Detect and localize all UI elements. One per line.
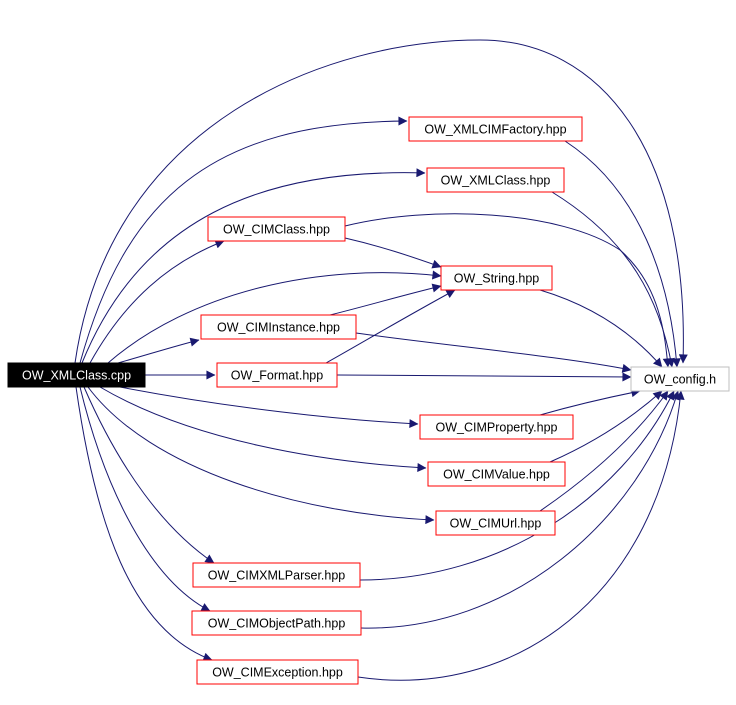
- edge-xmlclass_hpp-to-config: [551, 191, 675, 368]
- edge-root-to-cimvalue: [99, 386, 427, 473]
- node-cimproperty[interactable]: OW_CIMProperty.hpp: [419, 414, 574, 440]
- node-format[interactable]: OW_Format.hpp: [216, 362, 338, 388]
- node-string[interactable]: OW_String.hpp: [440, 265, 553, 291]
- node-box: [427, 461, 566, 487]
- node-root[interactable]: OW_XMLClass.cpp: [7, 362, 146, 388]
- node-label: OW_Format.hpp: [231, 369, 323, 383]
- edge-cimvalue-to-config: [549, 390, 663, 463]
- node-box: [630, 366, 730, 392]
- node-box: [440, 265, 553, 291]
- node-label: OW_CIMProperty.hpp: [435, 421, 557, 435]
- node-label: OW_XMLCIMFactory.hpp: [424, 123, 566, 137]
- edge-cimobjectpath-to-config: [360, 390, 680, 629]
- node-box: [7, 362, 146, 388]
- edge-cimproperty-to-config: [539, 388, 641, 416]
- node-box: [426, 167, 565, 193]
- node-box: [419, 414, 574, 440]
- node-label: OW_CIMUrl.hpp: [450, 517, 542, 531]
- nodes: OW_XMLClass.cpp OW_XMLCIMFactory.hppOW_XM…: [7, 116, 730, 685]
- node-box: [216, 362, 338, 388]
- node-label: OW_XMLClass.hpp: [441, 174, 551, 188]
- node-cimclass[interactable]: OW_CIMClass.hpp: [207, 216, 346, 242]
- edge-cimurl-to-config: [539, 390, 669, 512]
- edge-string-to-config: [539, 289, 663, 368]
- edge-root-to-cimobjectpath: [79, 386, 211, 612]
- edge-root-to-xmlcimfactory: [79, 116, 408, 364]
- node-config[interactable]: OW_config.h: [630, 366, 730, 392]
- edge-root-to-cimclass: [89, 239, 225, 364]
- edge-root-to-cimxmlparser: [83, 386, 215, 564]
- node-box: [196, 659, 359, 685]
- edge-cimclass-to-string: [344, 237, 442, 269]
- edge-root-to-ciminstance: [117, 337, 200, 364]
- node-label: OW_CIMException.hpp: [212, 666, 343, 680]
- edge-root-to-string: [107, 270, 442, 364]
- edge-root-to-xmlclass_hpp: [81, 168, 426, 364]
- node-box: [200, 314, 357, 340]
- node-box: [207, 216, 346, 242]
- edge-root-to-config: [74, 39, 688, 364]
- node-box: [192, 562, 361, 588]
- node-label: OW_CIMValue.hpp: [443, 468, 550, 482]
- node-cimexception[interactable]: OW_CIMException.hpp: [196, 659, 359, 685]
- node-cimurl[interactable]: OW_CIMUrl.hpp: [435, 510, 556, 536]
- edge-ciminstance-to-string: [329, 283, 442, 316]
- node-cimvalue[interactable]: OW_CIMValue.hpp: [427, 461, 566, 487]
- node-cimxmlparser[interactable]: OW_CIMXMLParser.hpp: [192, 562, 361, 588]
- node-xmlclass_hpp[interactable]: OW_XMLClass.hpp: [426, 167, 565, 193]
- node-box: [191, 610, 362, 636]
- node-xmlcimfactory[interactable]: OW_XMLCIMFactory.hpp: [408, 116, 583, 142]
- node-label: OW_CIMXMLParser.hpp: [208, 569, 346, 583]
- edge-root-to-cimurl: [87, 386, 435, 525]
- edge-root-to-cimproperty: [119, 386, 419, 429]
- node-box: [408, 116, 583, 142]
- node-ciminstance[interactable]: OW_CIMInstance.hpp: [200, 314, 357, 340]
- edge-cimclass-to-config: [344, 213, 672, 368]
- node-label: OW_XMLClass.cpp: [22, 369, 131, 383]
- node-label: OW_String.hpp: [454, 272, 540, 286]
- node-label: OW_CIMClass.hpp: [223, 223, 330, 237]
- node-cimobjectpath[interactable]: OW_CIMObjectPath.hpp: [191, 610, 362, 636]
- node-box: [435, 510, 556, 536]
- edge-ciminstance-to-config: [355, 332, 632, 373]
- edge-cimexception-to-config: [357, 390, 685, 681]
- node-label: OW_CIMInstance.hpp: [217, 321, 340, 335]
- edge-format-to-config: [336, 372, 632, 382]
- edge-xmlcimfactory-to-config: [564, 140, 681, 368]
- node-label: OW_CIMObjectPath.hpp: [208, 617, 346, 631]
- edge-format-to-string: [325, 289, 456, 364]
- edges: [74, 39, 688, 681]
- node-label: OW_config.h: [644, 373, 716, 387]
- edge-root-to-cimexception: [75, 386, 213, 662]
